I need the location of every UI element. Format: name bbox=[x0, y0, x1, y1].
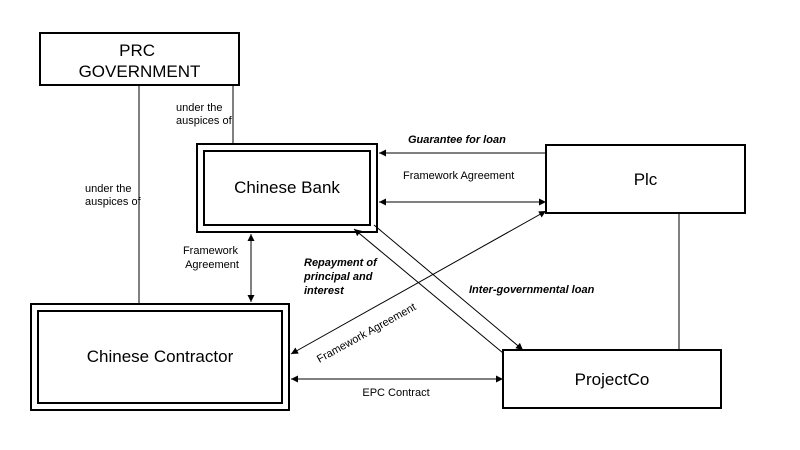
framework-bank-plc-label: Framework Agreement bbox=[403, 170, 514, 182]
chinese-contractor-box: Chinese Contractor bbox=[30, 303, 290, 411]
guarantee-for-loan-label: Guarantee for loan bbox=[408, 134, 506, 146]
chinese-bank-box: Chinese Bank bbox=[196, 143, 378, 233]
projectco-box: ProjectCo bbox=[502, 349, 722, 409]
svg-text:under the auspices of: under the auspices of bbox=[85, 183, 142, 208]
inter-governmental-loan-label: Inter-governmental loan bbox=[469, 284, 595, 296]
framework-bank-contractor-line-2: Agreement bbox=[185, 259, 239, 271]
chinese-bank-label: Chinese Bank bbox=[234, 178, 340, 197]
prc-government-box: PRC GOVERNMENT bbox=[39, 32, 240, 86]
prc-government-line-2: GOVERNMENT bbox=[79, 62, 201, 81]
auspices-bank-line-1: under the bbox=[176, 102, 222, 114]
auspices-bank-line-2: auspices of bbox=[176, 115, 233, 127]
projectco-label: ProjectCo bbox=[575, 370, 650, 389]
plc-box: Plc bbox=[545, 144, 746, 214]
svg-text:under the auspices of: under the auspices of bbox=[176, 102, 233, 127]
svg-text:Repayment of principal and: Repayment of principal and interest bbox=[303, 257, 380, 297]
repayment-line-3: interest bbox=[304, 285, 345, 297]
svg-text:PRC GOVERNMENT: PRC GOVERNMENT bbox=[79, 41, 201, 81]
auspices-contractor-line-2: auspices of bbox=[85, 196, 142, 208]
repayment-line-2: principal and bbox=[303, 271, 373, 283]
auspices-contractor-line-1: under the bbox=[85, 183, 131, 195]
prc-government-line-1: PRC bbox=[119, 41, 155, 60]
framework-bank-contractor-line-1: Framework bbox=[183, 245, 239, 257]
chinese-contractor-label: Chinese Contractor bbox=[87, 347, 234, 366]
framework-plc-contractor-arrow bbox=[290, 210, 547, 355]
epc-contract-label: EPC Contract bbox=[362, 387, 429, 399]
repayment-line-1: Repayment of bbox=[304, 257, 378, 269]
plc-label: Plc bbox=[634, 170, 658, 189]
svg-text:Framework Agreement: Framework Agreement bbox=[183, 245, 241, 271]
framework-plc-contractor-label: Framework Agreement bbox=[315, 301, 418, 365]
